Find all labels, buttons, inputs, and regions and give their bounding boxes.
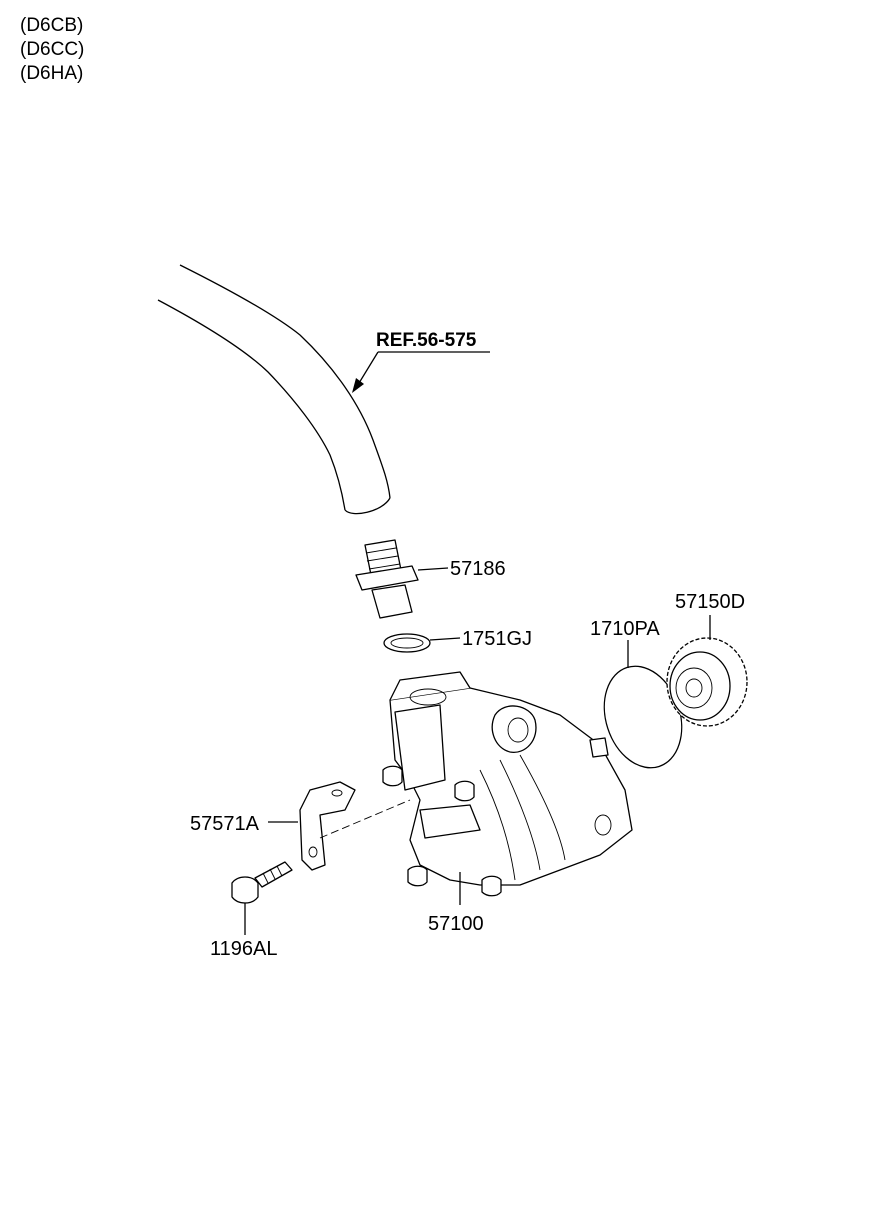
gear-drawing bbox=[666, 637, 748, 727]
engine-variant-3: (D6HA) bbox=[20, 63, 84, 84]
bolt-drawing bbox=[231, 861, 293, 904]
gasket-drawing bbox=[383, 633, 431, 653]
hose-drawing bbox=[157, 264, 391, 515]
reference-callout: REF.56-575 bbox=[352, 330, 490, 393]
part-label-bracket: 57571A bbox=[190, 813, 260, 835]
part-label-fitting: 57186 bbox=[450, 558, 506, 580]
part-label-gasket: 1751GJ bbox=[462, 628, 532, 650]
engine-variant-list: (D6CB) (D6CC) (D6HA) bbox=[20, 14, 84, 86]
engine-variant-1: (D6CB) bbox=[20, 15, 84, 36]
part-label-gear: 57150D bbox=[675, 591, 745, 613]
reference-label: REF.56-575 bbox=[376, 330, 477, 351]
fitting-drawing bbox=[355, 539, 419, 619]
part-label-pump: 57100 bbox=[428, 913, 484, 935]
engine-variant-2: (D6CC) bbox=[20, 39, 85, 60]
pump-drawing bbox=[382, 671, 633, 897]
bracket-drawing bbox=[299, 781, 356, 871]
part-label-oring: 1710PA bbox=[590, 618, 660, 640]
part-label-bolt: 1196AL bbox=[210, 938, 277, 960]
